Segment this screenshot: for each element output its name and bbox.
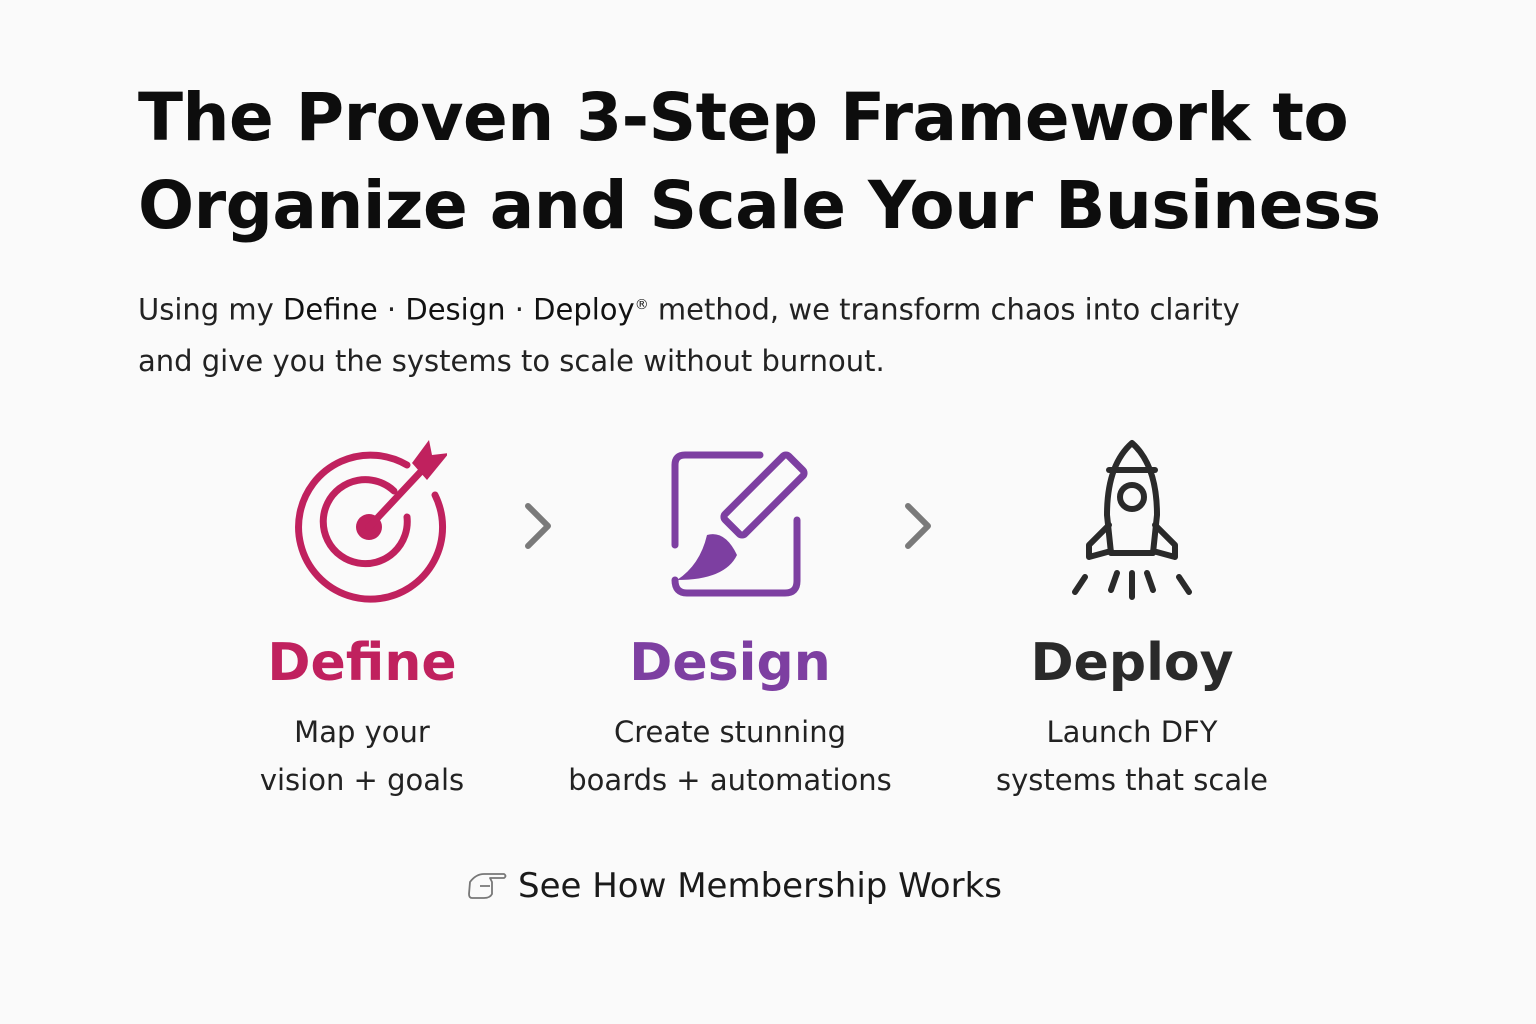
title-line-1: The Proven 3-Step Framework to <box>138 79 1349 156</box>
intro-text: Using my Define · Design · Deploy® metho… <box>138 280 1388 387</box>
step-title: Define <box>267 633 457 693</box>
chevron-right-icon <box>905 503 931 549</box>
method-define: Define <box>283 292 378 327</box>
step-title: Deploy <box>1030 633 1234 693</box>
intro-suffix: method, we transform chaos into clarity <box>648 292 1240 327</box>
chevron-right-icon <box>525 503 551 549</box>
cta-label[interactable]: See How Membership Works <box>518 866 1002 906</box>
see-membership-link[interactable]: See How Membership Works <box>466 866 1002 906</box>
step-title: Design <box>629 633 831 693</box>
title-line-2: Organize and Scale Your Business <box>138 167 1381 244</box>
intro-prefix: Using my <box>138 292 284 327</box>
method-design: Design <box>405 292 506 327</box>
separator: · <box>377 292 406 327</box>
paintbrush-board-icon <box>671 451 808 597</box>
target-icon <box>295 440 447 603</box>
intro-line-2: and give you the systems to scale withou… <box>138 343 885 378</box>
rocket-icon <box>1072 440 1192 600</box>
separator: · <box>505 292 534 327</box>
page-title: The Proven 3-Step Framework to Organize … <box>138 74 1388 250</box>
registered-mark: ® <box>634 297 649 313</box>
pointing-hand-icon <box>468 873 507 899</box>
method-deploy: Deploy <box>533 292 635 327</box>
